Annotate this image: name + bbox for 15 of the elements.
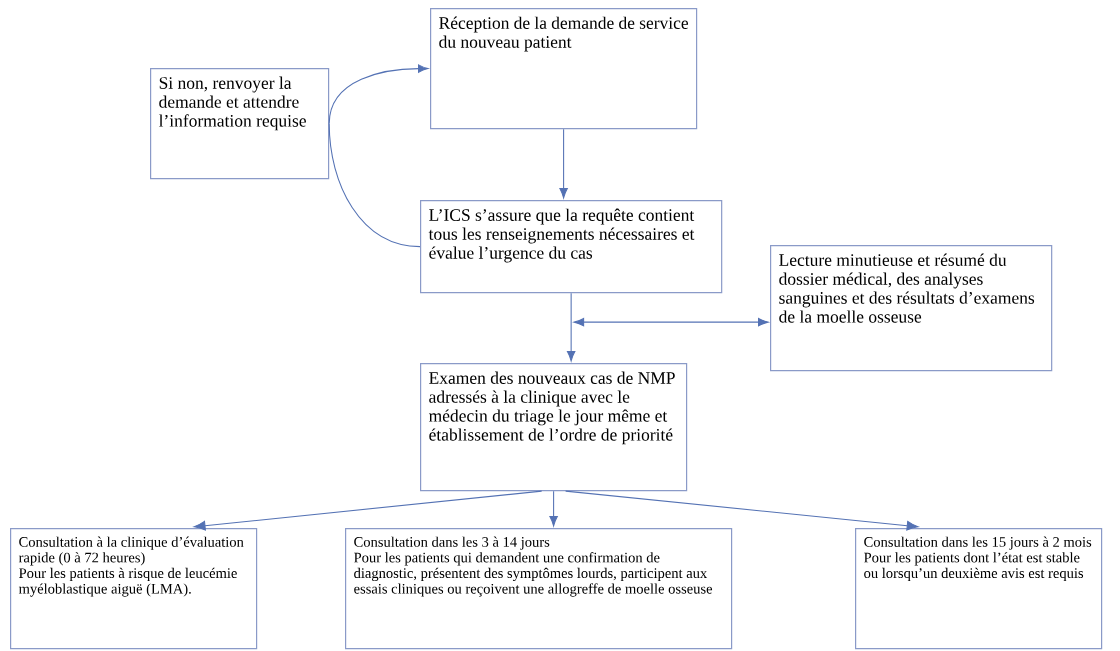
process-box: Consultation dans les 15 jours à 2 mois Pour les patients dont l’état est stable ou lorsqu’un deuxième avis est requis xyxy=(855,528,1103,650)
process-box: Réception de la demande de service du nouveau patient xyxy=(430,8,698,130)
process-box: Consultation à la clinique d’évaluation rapide (0 à 72 heures) Pour les patients à risque de leucémie myéloblastique aiguë (LMA). xyxy=(10,528,258,650)
process-box: Lecture minutieuse et résumé du dossier médical, des analyses sanguines et des résultats d’examens de la moelle osseuse xyxy=(770,245,1053,372)
arrow xyxy=(328,64,429,125)
arrow xyxy=(573,317,769,327)
arrow xyxy=(559,128,568,199)
process-box: L’ICS s’assure que la requête contient tous les renseignements nécessaires et évalue l’urgence du cas xyxy=(420,200,723,294)
arrow xyxy=(566,292,576,362)
process-box: Examen des nouveaux cas de NMP adressés à la clinique avec le médecin du triage le jour même et établissement de l’ordre de priorité xyxy=(420,363,688,492)
arrow xyxy=(549,490,558,527)
arrow xyxy=(565,490,919,531)
process-box: Consultation dans les 3 à 14 jours Pour les patients qui demandent une confirmation de diagnostic, présentent des symptômes lourds, participent aux essais cliniques ou reçoivent une allogreffe de moelle osseuse xyxy=(345,528,733,650)
process-box: Si non, renvoyer la demande et attendre l’information requise xyxy=(150,68,330,180)
arrow xyxy=(193,490,543,531)
